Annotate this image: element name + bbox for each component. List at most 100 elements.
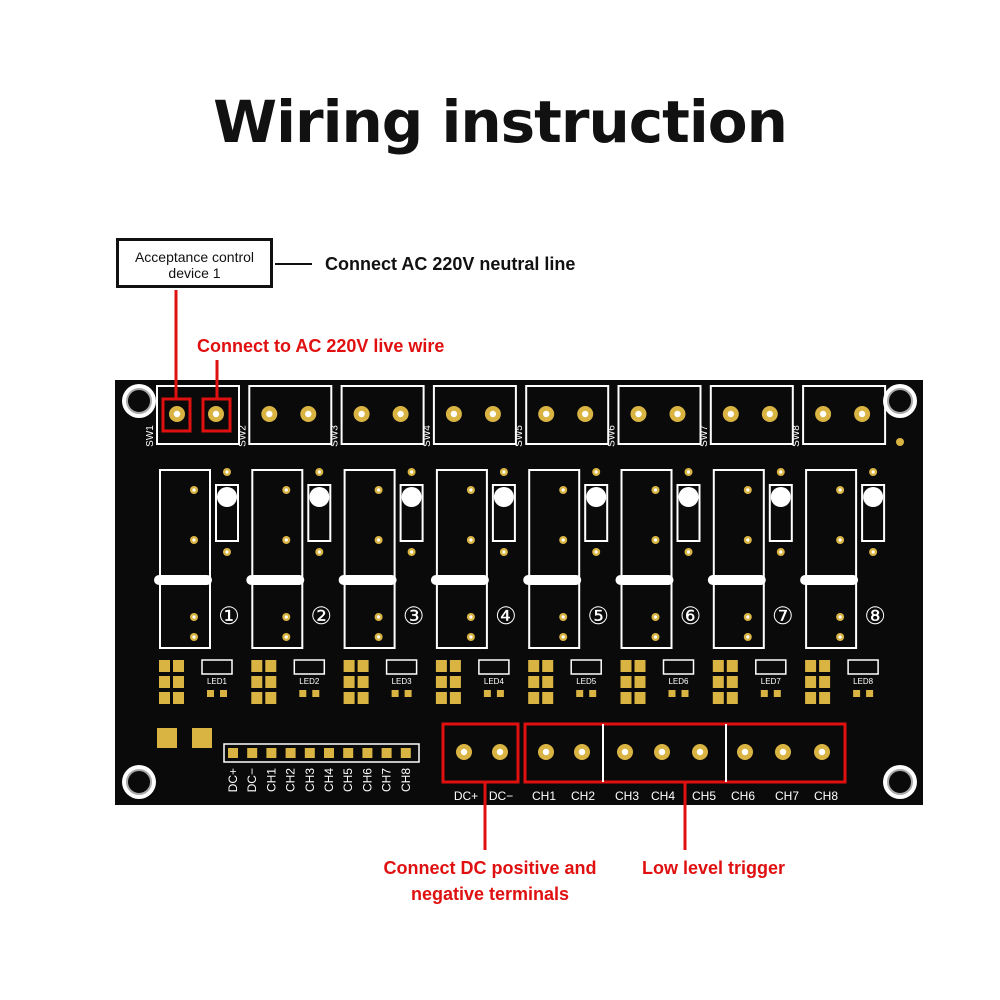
led-outline	[755, 659, 787, 675]
led-label: LED7	[761, 677, 782, 686]
header-pin-label: CH5	[341, 768, 355, 792]
smd-pad	[251, 660, 263, 672]
channel-terminal-label: CH5	[692, 789, 716, 803]
smd-pad	[634, 676, 646, 688]
smd-pad	[634, 692, 646, 704]
switch-terminal-outline	[248, 385, 333, 445]
led-pad	[589, 690, 597, 697]
smd-pad	[435, 676, 447, 688]
resistor-body	[217, 487, 237, 507]
acceptance-device-box: Acceptance control device 1	[116, 238, 273, 288]
smd-pad	[251, 692, 263, 704]
channel-terminal-highlight	[523, 722, 847, 784]
smd-pad	[159, 660, 170, 672]
led-pad	[866, 690, 874, 697]
smd-pad	[251, 676, 263, 688]
resistor-outline	[861, 484, 886, 542]
header-outline	[223, 743, 420, 763]
callout-dc: Connect DC positive and negative termina…	[360, 855, 620, 907]
switch-terminal-outline	[709, 385, 794, 445]
smd-pad	[343, 692, 355, 704]
smd-pad	[435, 660, 447, 672]
led-pad	[220, 690, 227, 697]
resistor-body	[863, 487, 884, 507]
callout-trigger: Low level trigger	[642, 858, 786, 878]
header-pin	[247, 748, 258, 758]
header-pin-label: DC+	[226, 768, 240, 792]
header-pin	[266, 748, 277, 758]
led-pad	[404, 690, 412, 697]
relay-number: ⑥	[680, 603, 702, 630]
relay-number: ④	[495, 603, 517, 630]
smd-pad	[819, 692, 831, 704]
resistor-body	[493, 487, 514, 507]
header-pin	[343, 748, 354, 758]
resistor-body	[401, 487, 422, 507]
relay-divider	[154, 575, 212, 585]
smd-pad	[449, 692, 461, 704]
channel-terminal-label: CH8	[814, 789, 838, 803]
relay-number: ⑧	[864, 603, 886, 630]
smd-pad	[157, 728, 177, 748]
smd-pad	[265, 660, 277, 672]
callout-lines	[174, 263, 687, 850]
smd-pad	[343, 660, 355, 672]
callout-live: Connect to AC 220V live wire	[197, 336, 445, 356]
header-pin	[228, 748, 238, 758]
relay-divider	[430, 575, 489, 585]
smd-pad	[712, 692, 724, 704]
relay-outline	[435, 469, 488, 649]
relay-number: ⑤	[587, 603, 609, 630]
smd-pad	[159, 692, 170, 704]
resistor-outline	[399, 484, 424, 542]
switch-label: SW2	[237, 425, 248, 447]
channel-terminal-label: CH7	[775, 789, 799, 803]
led-pad	[299, 690, 307, 697]
led-label: LED8	[853, 677, 874, 686]
led-outline	[570, 659, 602, 675]
led-label: LED6	[668, 677, 689, 686]
smd-pad	[819, 660, 831, 672]
resistor-outline	[676, 484, 701, 542]
resistor-body	[678, 487, 699, 507]
led-pad	[760, 690, 768, 697]
led-pad	[391, 690, 399, 697]
switch-label: SW5	[514, 425, 525, 447]
page-title: Wiring instruction	[213, 88, 788, 156]
switch-label: SW4	[422, 425, 433, 447]
led-label: LED1	[207, 677, 228, 686]
smd-pad	[265, 692, 277, 704]
relay-divider	[246, 575, 305, 585]
led-outline	[385, 659, 418, 675]
led-outline	[847, 659, 879, 675]
smd-pad	[173, 660, 184, 672]
resistor-outline	[584, 484, 609, 542]
header-pin-label: CH3	[303, 768, 317, 792]
resistor-outline	[768, 484, 793, 542]
smd-pad	[542, 692, 554, 704]
smd-pad	[449, 676, 461, 688]
led-pad	[681, 690, 689, 697]
smd-pad	[620, 660, 632, 672]
dc-terminal-label: DC−	[489, 789, 513, 803]
channel-terminal-label: CH1	[532, 789, 556, 803]
relay-outline	[712, 469, 765, 649]
switch-label: SW3	[330, 425, 341, 447]
led-outline	[662, 659, 695, 675]
smd-pad	[634, 660, 646, 672]
channel-terminal-label: CH4	[651, 789, 675, 803]
smd-pad	[357, 692, 369, 704]
relay-divider	[800, 575, 859, 585]
relay-divider	[523, 575, 582, 585]
resistor-outline	[307, 484, 332, 542]
switch-terminal-outline	[525, 385, 610, 445]
smd-pad	[173, 692, 184, 704]
smd-pad	[159, 676, 170, 688]
smd-pad	[805, 660, 817, 672]
led-outline	[293, 659, 326, 675]
